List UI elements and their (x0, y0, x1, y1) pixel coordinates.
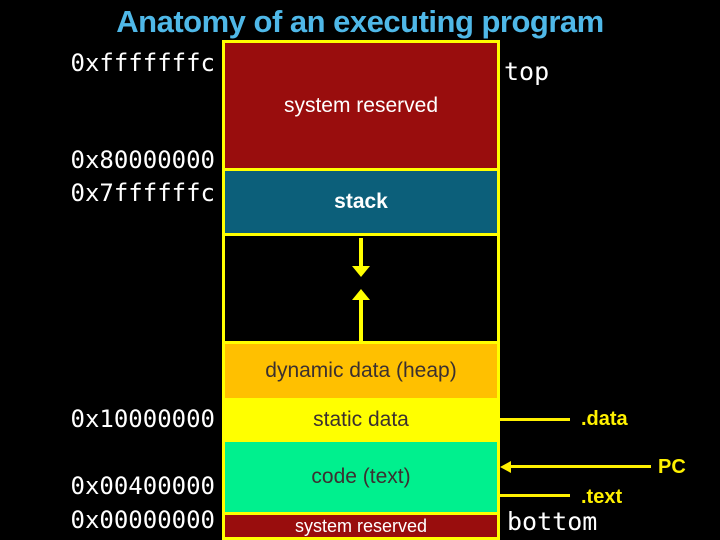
data-section-label: .data (581, 408, 628, 430)
data-section-connector-line (500, 418, 570, 421)
pc-connector-line (510, 465, 651, 468)
text-section-connector-line (500, 494, 570, 497)
pc-label: PC (658, 456, 686, 478)
address-label-00000000: 0x00000000 (70, 506, 216, 534)
bottom-marker: bottom (507, 507, 598, 536)
region-heap: dynamic data (heap) (225, 344, 497, 398)
pc-arrow-icon (500, 461, 511, 473)
region-code: code (text) (225, 442, 497, 512)
region-system-reserved-top: system reserved (225, 43, 497, 168)
region-label: dynamic data (heap) (265, 359, 457, 382)
text-section-label: .text (581, 486, 623, 508)
address-label-00400000: 0x00400000 (70, 472, 216, 500)
address-label-7ffffffc: 0x7ffffffc (70, 179, 216, 207)
memory-map: system reserved stack dynamic data (heap… (222, 40, 500, 540)
region-unallocated-gap (225, 236, 497, 341)
region-label: code (text) (311, 465, 411, 488)
address-label-10000000: 0x10000000 (70, 405, 216, 433)
address-label-fffffffc: 0xfffffffc (70, 49, 216, 77)
region-label: system reserved (283, 93, 439, 117)
address-label-80000000: 0x80000000 (70, 146, 216, 174)
region-system-reserved-bottom: system reserved (225, 515, 497, 537)
region-label: system reserved (294, 516, 428, 536)
page-title: Anatomy of an executing program (116, 4, 604, 39)
region-label: stack (334, 190, 388, 213)
region-label: static data (313, 408, 409, 431)
address-column: 0xfffffffc 0x80000000 0x7ffffffc 0x10000… (0, 0, 216, 540)
region-static-data: static data (225, 401, 497, 439)
region-stack: stack (225, 171, 497, 233)
top-marker: top (504, 57, 550, 86)
